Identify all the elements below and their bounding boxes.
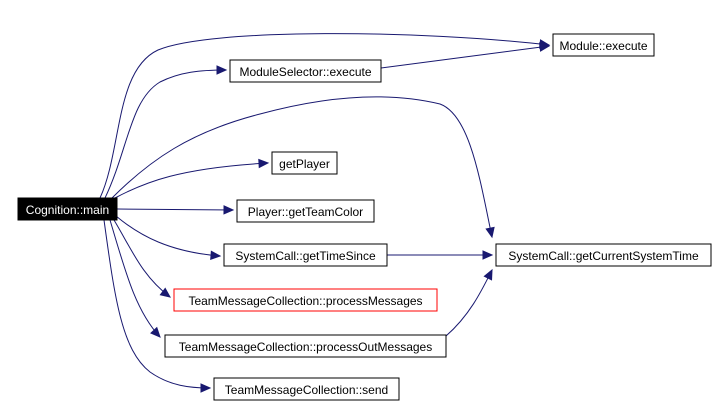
node-box <box>495 243 712 267</box>
node-label: TeamMessageCollection::send <box>225 383 388 397</box>
node-label: ModuleSelector::execute <box>239 65 371 79</box>
edges <box>99 33 551 393</box>
node-box <box>229 59 382 83</box>
arrowhead <box>538 42 551 52</box>
arrowhead <box>210 250 222 260</box>
node-box <box>271 151 338 175</box>
nodes: Cognition::main Module::executeModuleSele… <box>17 33 712 401</box>
edge-process_out_messages-to-get_current_time <box>445 268 493 337</box>
node-label: SystemCall::getTimeSince <box>235 249 376 263</box>
node-box <box>164 334 447 358</box>
node-box <box>17 197 118 221</box>
edge-main-to-process_out_messages <box>109 219 161 338</box>
node-get-player[interactable]: getPlayer <box>271 151 338 175</box>
edge-main-to-selector_execute <box>104 65 228 199</box>
arrowhead <box>223 205 235 215</box>
edge-main-to-get_team_color <box>116 205 235 215</box>
node-label: getPlayer <box>279 157 330 171</box>
node-send[interactable]: TeamMessageCollection::send <box>213 377 400 401</box>
node-box <box>213 377 400 401</box>
edge-main-to-send <box>103 219 212 393</box>
arrowhead <box>200 383 212 393</box>
node-box <box>552 33 655 57</box>
node-label: Player::getTeamColor <box>248 205 363 219</box>
node-label: Cognition::main <box>26 203 109 217</box>
arrowhead <box>258 158 270 169</box>
edge-get_time_since-to-get_current_time <box>387 250 494 260</box>
arrowhead <box>159 287 171 298</box>
edge-main-to-process_messages <box>113 219 171 298</box>
node-get-time-since[interactable]: SystemCall::getTimeSince <box>223 243 388 267</box>
node-main[interactable]: Cognition::main <box>17 197 118 221</box>
node-process-messages[interactable]: TeamMessageCollection::processMessages <box>173 288 438 312</box>
node-process-out-messages[interactable]: TeamMessageCollection::processOutMessage… <box>164 334 447 358</box>
node-label: TeamMessageCollection::processMessages <box>188 294 422 308</box>
arrowhead <box>150 326 161 338</box>
node-get-team-color[interactable]: Player::getTeamColor <box>236 199 375 223</box>
arrowhead <box>485 226 495 239</box>
node-box <box>223 243 388 267</box>
arrowhead <box>216 65 228 75</box>
node-selector-execute[interactable]: ModuleSelector::execute <box>229 59 382 83</box>
node-label: SystemCall::getCurrentSystemTime <box>508 249 699 263</box>
node-label: Module::execute <box>559 39 647 53</box>
edge-main-to-get_player <box>114 158 270 199</box>
arrowhead <box>483 268 493 281</box>
edge-main-to-get_time_since <box>115 215 222 260</box>
edge-selector_execute-to-module_execute <box>380 42 551 69</box>
arrowhead <box>482 250 494 260</box>
node-get-current-time[interactable]: SystemCall::getCurrentSystemTime <box>495 243 712 267</box>
edge-main-to-get_current_time <box>111 96 495 239</box>
node-box <box>173 288 438 312</box>
node-box <box>236 199 375 223</box>
node-label: TeamMessageCollection::processOutMessage… <box>179 340 432 354</box>
node-module-execute[interactable]: Module::execute <box>552 33 655 57</box>
